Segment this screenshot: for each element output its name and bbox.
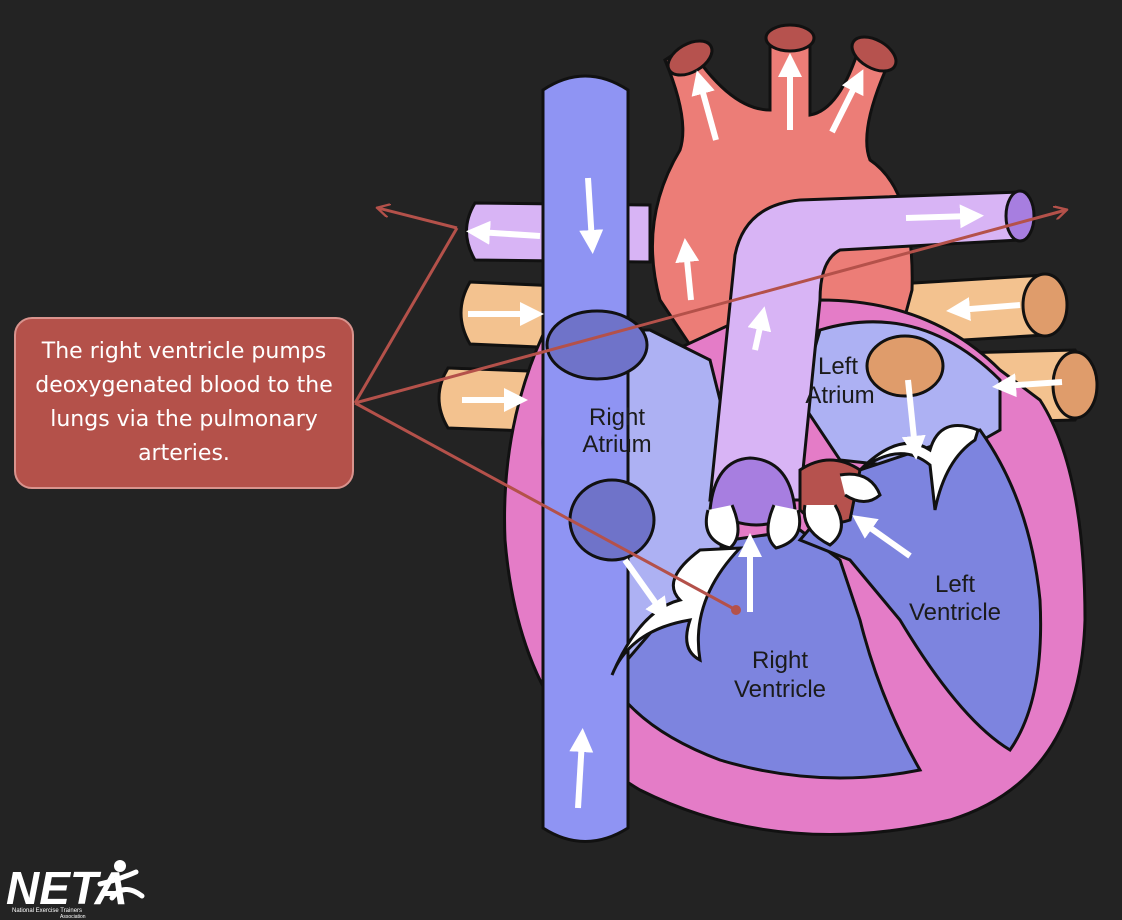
right-atrium-label-1: Right — [589, 404, 645, 431]
callout-text: The right ventricle pumps deoxygenated b… — [35, 339, 333, 466]
right-atrium-label-2: Atrium — [582, 431, 651, 458]
neta-logo-tagline-1: National Exercise Trainers — [12, 908, 82, 914]
left-atrium-label-1: Left — [818, 353, 858, 380]
right-ventricle-label-1: Right — [752, 647, 808, 674]
left-atrium-label-2: Atrium — [805, 382, 874, 409]
blood-flow-arrows — [462, 53, 1063, 809]
left-ventricle-label-2: Ventricle — [909, 599, 1001, 626]
runner-icon — [97, 860, 145, 901]
right-ventricle-label-2: Ventricle — [734, 676, 826, 703]
callout-box: The right ventricle pumps deoxygenated b… — [14, 317, 354, 489]
vena-cava — [541, 74, 630, 843]
callout-leader-lines — [353, 208, 1066, 615]
left-ventricle-label-1: Left — [935, 571, 975, 598]
left-ventricle — [797, 428, 1043, 753]
chamber-labels: Right Atrium Left Atrium Right Ventricle… — [582, 353, 1001, 703]
neta-logo-text: NETA — [6, 862, 128, 914]
neta-logo-tagline-2: Association — [60, 914, 86, 920]
neta-logo: NETA National Exercise Trainers Associat… — [6, 860, 145, 920]
